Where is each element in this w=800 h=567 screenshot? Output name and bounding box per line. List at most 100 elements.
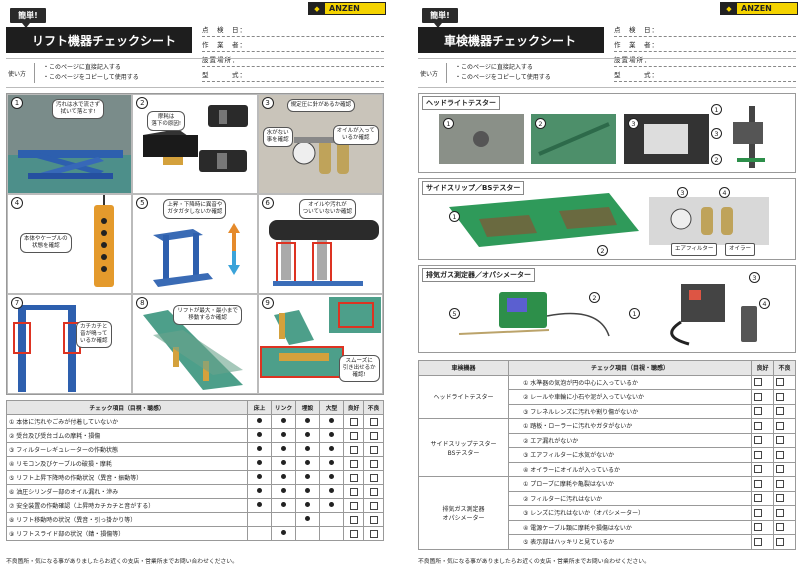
applicability-cell xyxy=(295,428,320,443)
marker-number: 2 xyxy=(711,154,722,165)
good-checkbox[interactable] xyxy=(754,479,762,488)
applicable-dot-icon xyxy=(281,530,286,535)
bad-checkbox[interactable] xyxy=(776,508,784,517)
good-checkbox[interactable] xyxy=(754,378,762,387)
good-checkbox[interactable] xyxy=(349,473,358,482)
meta-worker[interactable]: 作 業 者： xyxy=(202,37,384,52)
good-checkbox[interactable] xyxy=(754,436,762,445)
logo-mark-icon: ◆ xyxy=(721,3,737,14)
bad-checkbox[interactable] xyxy=(369,473,378,482)
bad-checkbox[interactable] xyxy=(369,501,378,510)
applicability-cell xyxy=(319,484,344,499)
good-checkbox[interactable] xyxy=(754,494,762,503)
anzen-logo: ◆ANZEN xyxy=(720,2,798,15)
applicability-cell xyxy=(319,470,344,485)
table-header-row: チェック項目（目視・聴感） 床上 リンク 埋設 大型 良好 不良 xyxy=(6,400,384,415)
bad-checkbox[interactable] xyxy=(776,392,784,401)
good-checkbox[interactable] xyxy=(754,450,762,459)
cell-number: 8 xyxy=(136,297,149,309)
check-item-text: ② レールや車輪に小石や泥が入っていないか xyxy=(508,389,752,405)
applicable-dot-icon xyxy=(281,502,286,507)
table-row: ⑤ リフト上昇下降時の作動状況（異音・振動等） xyxy=(6,470,384,485)
good-checkbox[interactable] xyxy=(349,459,358,468)
applicability-cell xyxy=(271,414,296,429)
cell-number: 9 xyxy=(261,297,274,309)
bad-checkbox[interactable] xyxy=(776,436,784,445)
table-header-row: 車検機器 チェック項目（目視・聴感） 良好 不良 xyxy=(418,360,796,376)
applicable-dot-icon xyxy=(329,474,334,479)
bad-checkbox[interactable] xyxy=(776,465,784,474)
table-row: ⑦ 安全装置の作動確認（上昇時カチカチと音がする） xyxy=(6,498,384,513)
good-checkbox[interactable] xyxy=(754,421,762,430)
check-item-text: ② エア漏れがないか xyxy=(508,432,752,448)
applicable-dot-icon xyxy=(329,488,334,493)
good-checkbox[interactable] xyxy=(754,392,762,401)
photo-cell-2: 2 摩耗は 落下の原因! xyxy=(132,94,258,194)
check-item-text: ⑦ 安全装置の作動確認（上昇時カチカチと音がする） xyxy=(6,498,248,513)
photo-cell-6: 6 オイルや汚れが ついていないか確認 xyxy=(257,194,383,294)
good-checkbox[interactable] xyxy=(754,508,762,517)
usage-box: 使い方 ・このページに直接記入する ・このページをコピーして使用する xyxy=(418,58,796,88)
good-checkbox[interactable] xyxy=(349,417,358,426)
good-checkbox[interactable] xyxy=(349,431,358,440)
bad-checkbox[interactable] xyxy=(369,417,378,426)
good-checkbox[interactable] xyxy=(349,445,358,454)
meta-model[interactable]: 型 式： xyxy=(202,67,384,82)
applicable-dot-icon xyxy=(257,488,262,493)
good-checkbox[interactable] xyxy=(754,407,762,416)
marker-number: 4 xyxy=(759,298,770,309)
meta-inspection-date[interactable]: 点 検 日： xyxy=(202,22,384,37)
meta-location[interactable]: 設置場所： xyxy=(614,52,796,67)
good-checkbox[interactable] xyxy=(349,501,358,510)
bad-checkbox[interactable] xyxy=(776,523,784,532)
applicability-cell xyxy=(271,512,296,527)
part-label: エアフィルター xyxy=(671,243,718,256)
meta-inspection-date[interactable]: 点 検 日： xyxy=(614,22,796,37)
good-checkbox[interactable] xyxy=(754,523,762,532)
usage-label: 使い方 xyxy=(420,70,439,78)
equipment-name: ヘッドライトテスター xyxy=(418,374,509,419)
header-bad: 不良 xyxy=(363,400,384,415)
bad-checkbox[interactable] xyxy=(369,445,378,454)
bad-checkbox[interactable] xyxy=(776,479,784,488)
good-checkbox[interactable] xyxy=(349,487,358,496)
bad-checkbox[interactable] xyxy=(369,459,378,468)
applicability-cell xyxy=(271,428,296,443)
applicable-dot-icon xyxy=(305,418,310,423)
applicable-dot-icon xyxy=(305,516,310,521)
bad-checkbox[interactable] xyxy=(369,515,378,524)
safety-device-photo xyxy=(13,305,81,392)
good-checkbox[interactable] xyxy=(754,465,762,474)
bad-checkbox[interactable] xyxy=(776,450,784,459)
bad-checkbox[interactable] xyxy=(369,487,378,496)
bad-checkbox[interactable] xyxy=(369,431,378,440)
marker-number: 1 xyxy=(711,104,722,115)
applicability-cell xyxy=(247,442,272,457)
good-checkbox[interactable] xyxy=(754,537,762,546)
good-checkbox[interactable] xyxy=(349,529,358,538)
bad-checkbox[interactable] xyxy=(776,537,784,546)
bad-checkbox[interactable] xyxy=(776,421,784,430)
bad-checkbox[interactable] xyxy=(776,407,784,416)
bad-checkbox[interactable] xyxy=(776,378,784,387)
applicable-dot-icon xyxy=(329,446,334,451)
usage-line: ・このページをコピーして使用する xyxy=(43,74,139,81)
applicability-cell xyxy=(271,498,296,513)
meta-model[interactable]: 型 式： xyxy=(614,67,796,82)
meta-location[interactable]: 設置場所： xyxy=(202,52,384,67)
applicability-cell xyxy=(295,456,320,471)
good-checkbox[interactable] xyxy=(349,515,358,524)
callout-bubble: スムーズに 引き出せるか 確認! xyxy=(338,355,380,382)
section-exhaust-gas-tester: 排気ガス測定器／オパシメーター 5 2 1 3 4 xyxy=(418,265,796,353)
bad-checkbox[interactable] xyxy=(369,529,378,538)
applicability-cell xyxy=(247,456,272,471)
applicable-dot-icon xyxy=(257,460,262,465)
applicability-cell xyxy=(271,526,296,541)
header-equipment: 車検機器 xyxy=(418,360,509,376)
check-item-text: ② 受台及び受台ゴムの摩耗・損傷 xyxy=(6,428,248,443)
bad-checkbox[interactable] xyxy=(776,494,784,503)
section-heading: ヘッドライトテスター xyxy=(422,96,500,110)
meta-worker[interactable]: 作 業 者： xyxy=(614,37,796,52)
